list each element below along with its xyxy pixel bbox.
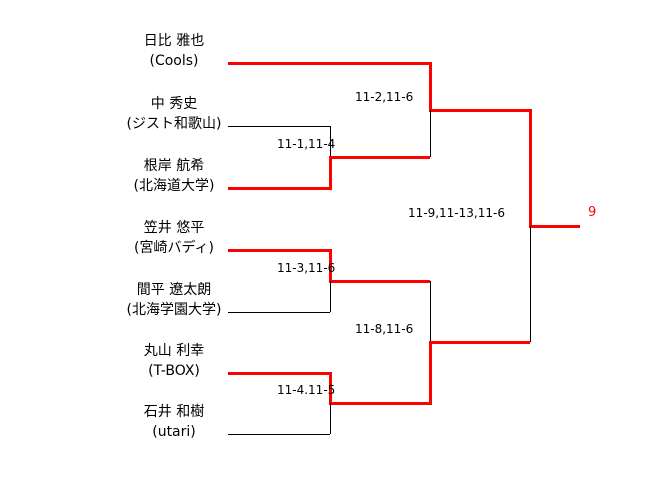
semifinal-bottom-join-upper [430, 281, 431, 342]
semifinal-top-join-lower [430, 110, 431, 157]
player-name: 根岸 航希 [143, 158, 205, 174]
player-affiliation: (T-BOX) [148, 363, 200, 379]
player-entry: 丸山 利幸 (T-BOX) [118, 341, 230, 381]
player-name: 中 秀史 [150, 96, 198, 112]
player-name: 丸山 利幸 [143, 343, 205, 359]
player-affiliation: (utari) [152, 424, 196, 440]
match2-join-lower [330, 281, 331, 312]
semifinal-bottom-winner-line [429, 341, 530, 344]
match2-join-upper [329, 249, 332, 283]
score-round1-top: 11-1,11-4 [277, 137, 336, 151]
player-entry: 間平 遼太朗 (北海学園大学) [118, 280, 230, 320]
final-join-upper [529, 109, 532, 228]
player-affiliation: (Cools) [149, 53, 199, 69]
semifinal-bottom-join-lower [429, 341, 432, 405]
player-affiliation: (北海道大学) [133, 178, 215, 194]
player-name: 石井 和樹 [143, 404, 205, 420]
player-affiliation: (宮崎バディ) [134, 240, 214, 256]
semifinal-top-winner-line [429, 109, 530, 112]
match3-join-upper [329, 372, 332, 405]
naka-entry-line [228, 126, 330, 127]
player-entry: 根岸 航希 (北海道大学) [118, 156, 230, 196]
player-entry: 石井 和樹 (utari) [118, 402, 230, 442]
player-entry: 中 秀史 (ジスト和歌山) [118, 94, 230, 134]
champion-number: 9 [588, 205, 597, 220]
player-name: 日比 雅也 [143, 33, 205, 49]
match1-join-lower [329, 156, 332, 190]
kasai-entry-line [228, 249, 330, 252]
maruyama-entry-line [228, 372, 330, 375]
match1-join-upper [330, 126, 331, 157]
player-affiliation: (ジスト和歌山) [126, 116, 222, 132]
negishi-entry-line [228, 187, 330, 190]
match3-join-lower [330, 403, 331, 434]
final-join-lower [530, 226, 531, 342]
score-semifinal-top: 11-2,11-6 [355, 90, 414, 104]
score-round1-bottom: 11-4.11-5 [277, 383, 336, 397]
player-affiliation: (北海学園大学) [126, 302, 222, 318]
score-round1-middle: 11-3,11-6 [277, 261, 336, 275]
player-name: 笠井 悠平 [143, 220, 205, 236]
score-final: 11-9,11-13,11-6 [408, 206, 505, 220]
player-entry: 笠井 悠平 (宮崎バディ) [118, 218, 230, 258]
mahira-entry-line [228, 312, 330, 313]
semifinal-top-join-upper [429, 62, 432, 112]
hibi-entry-line [228, 62, 430, 65]
round1-middle-winner-line [329, 280, 430, 283]
player-name: 間平 遼太朗 [136, 282, 212, 298]
ishii-entry-line [228, 434, 330, 435]
round1-top-winner-line [329, 156, 430, 159]
player-entry: 日比 雅也 (Cools) [118, 31, 230, 71]
score-semifinal-bottom: 11-8,11-6 [355, 322, 414, 336]
final-winner-line [529, 225, 580, 228]
round1-bottom-winner-line [329, 402, 430, 405]
